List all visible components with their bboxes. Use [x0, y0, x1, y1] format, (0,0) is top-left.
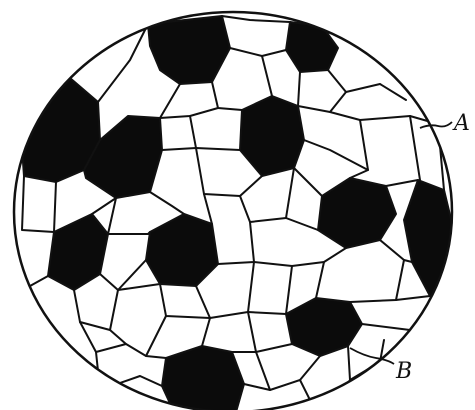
dark-grain	[146, 214, 218, 286]
dark-grain	[48, 214, 108, 290]
label-b: B	[395, 359, 412, 384]
label-a: A	[452, 111, 470, 136]
dark-grain	[404, 180, 456, 300]
dark-grain	[286, 298, 362, 356]
dark-grain	[162, 346, 244, 410]
dark-grain	[286, 22, 338, 72]
dark-grain	[318, 178, 396, 248]
dark-grain	[148, 16, 230, 84]
label-b-leader	[350, 348, 394, 364]
label-a-leader	[420, 122, 452, 128]
dark-grain	[240, 96, 304, 176]
